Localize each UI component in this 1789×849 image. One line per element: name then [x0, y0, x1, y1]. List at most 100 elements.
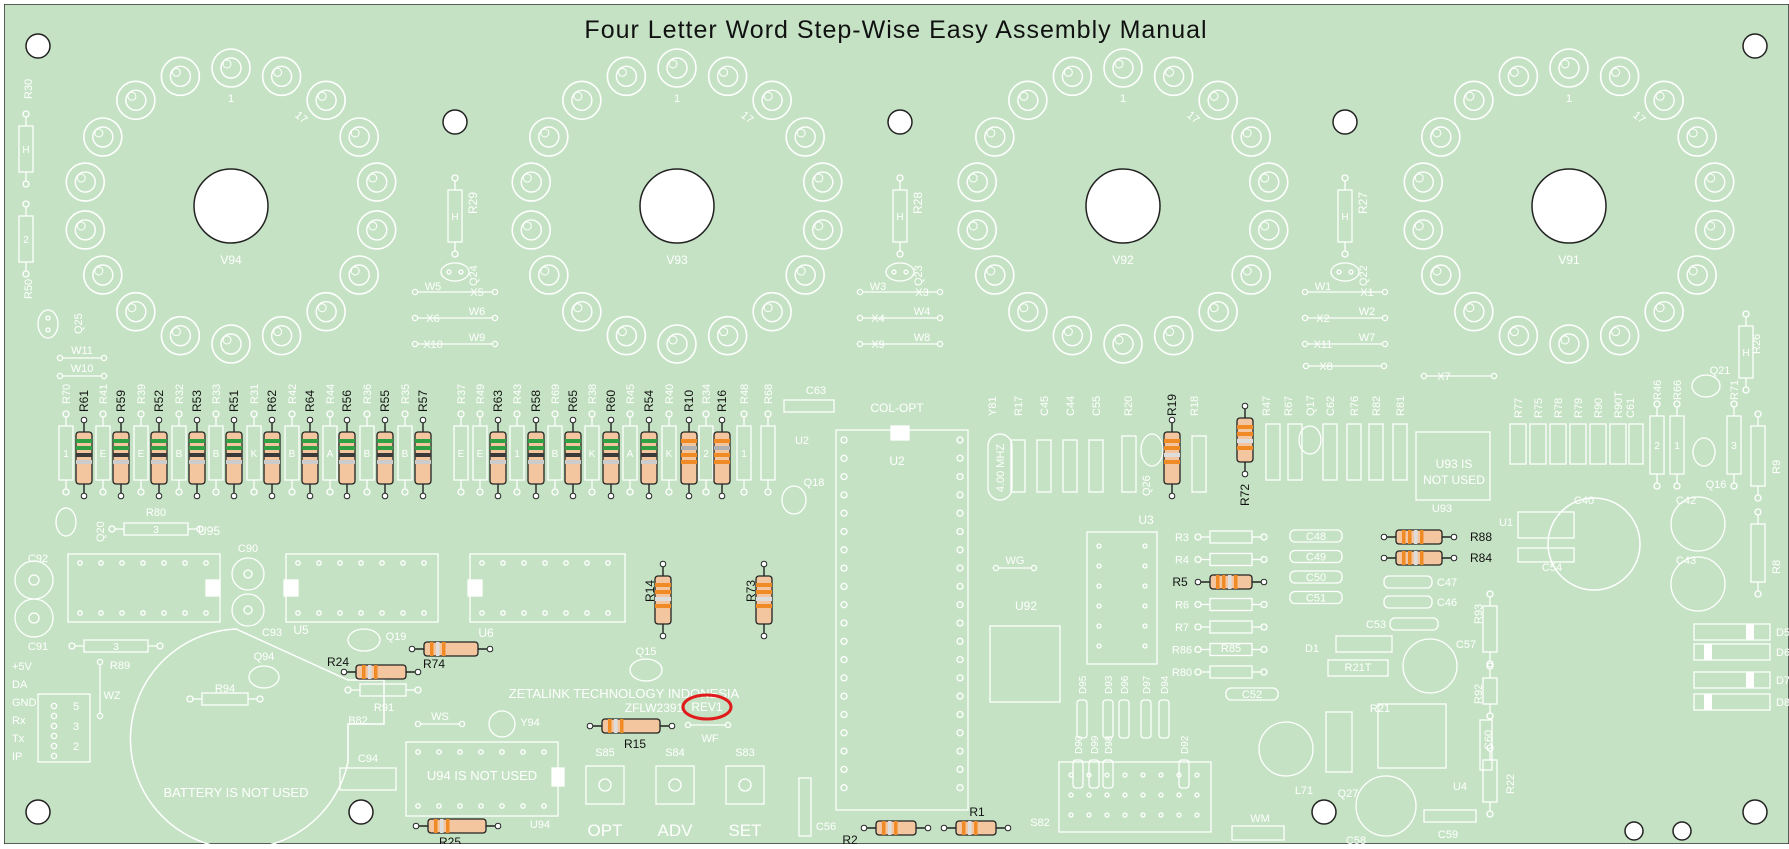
silk-label: X8	[1319, 361, 1332, 373]
color-band	[377, 453, 393, 457]
populated-resistor-label: R57	[416, 390, 430, 412]
tube-pin-dot	[540, 266, 550, 276]
tube-pin-ring	[1153, 315, 1194, 356]
outline	[1088, 759, 1100, 789]
color-band	[189, 453, 205, 457]
silk-label: R93	[1473, 604, 1485, 624]
color-band	[113, 460, 129, 464]
switch-button	[668, 778, 682, 792]
tube-pin	[92, 126, 114, 148]
tube-pin-ring	[1498, 56, 1539, 97]
silk-label: WF	[701, 733, 718, 745]
silk-label: W8	[914, 332, 931, 344]
tube-center-hole	[193, 168, 269, 244]
pad	[840, 729, 848, 737]
tube-pin-ring	[802, 210, 843, 250]
silk-label: R3	[1175, 532, 1189, 544]
tube-pin	[716, 65, 739, 88]
silk-label: W7	[1359, 332, 1376, 344]
outline	[1482, 677, 1498, 705]
tube-pin	[666, 333, 688, 355]
transistor	[1140, 433, 1164, 467]
pad	[400, 560, 406, 566]
tube-pin-dot	[968, 173, 978, 183]
pad	[1158, 772, 1164, 778]
pad	[499, 749, 505, 755]
diode-band	[1704, 694, 1712, 710]
pad	[491, 314, 499, 322]
pad	[182, 560, 188, 566]
silk-label: R79	[1573, 398, 1585, 418]
outline	[551, 767, 565, 787]
silk-label: B	[289, 449, 296, 460]
silk-label: R46	[1652, 380, 1664, 400]
pad	[415, 803, 421, 809]
tube-pin	[1507, 324, 1530, 347]
tube-pin-ring	[785, 117, 825, 157]
tube-pin	[1017, 301, 1039, 323]
tube-label: V92	[1112, 253, 1134, 267]
tube-pin-dot	[719, 67, 729, 77]
pad	[956, 472, 964, 481]
silk-label: R20	[1123, 396, 1135, 416]
pad	[840, 747, 848, 755]
outline	[1118, 699, 1130, 739]
outline	[1609, 423, 1627, 465]
silk-label: D7	[1776, 675, 1789, 687]
lead-end	[306, 492, 314, 500]
silk-label: D96	[1120, 675, 1131, 694]
tube-pin-dot	[171, 67, 181, 77]
pad	[956, 509, 964, 517]
color-band	[1164, 460, 1180, 464]
outline	[783, 399, 835, 413]
pad	[411, 340, 419, 348]
silk-label: R47	[1261, 396, 1273, 416]
pad	[1301, 340, 1309, 348]
color-band	[151, 453, 167, 457]
silk-label: X9	[871, 339, 884, 351]
color-band	[1402, 551, 1406, 565]
silk-label: R66	[1672, 380, 1684, 400]
color-band	[490, 446, 506, 450]
silk-label: W2	[1359, 306, 1376, 318]
pad	[956, 747, 964, 755]
silk-label: C45	[1039, 396, 1051, 416]
color-band	[113, 446, 129, 450]
pad	[541, 803, 547, 809]
color-band	[1420, 551, 1424, 565]
outline	[18, 215, 34, 263]
pad	[457, 749, 463, 755]
outline	[1750, 523, 1766, 583]
tube-pin	[1704, 219, 1726, 241]
color-band	[888, 821, 892, 835]
color-band	[528, 446, 544, 450]
lead-end	[486, 645, 494, 653]
silk-label: 2	[23, 235, 29, 246]
pad	[956, 637, 964, 645]
footprint-label: R68	[763, 384, 775, 404]
manual-title: Four Letter Word Step-Wise Easy Assembly…	[584, 16, 1207, 44]
color-band	[264, 453, 280, 457]
pad	[1194, 792, 1200, 798]
pad	[28, 612, 40, 624]
outline	[1209, 620, 1253, 634]
resistor-body	[376, 431, 394, 485]
outline	[655, 765, 695, 805]
silk-label: B	[176, 449, 183, 460]
tube-pin	[1258, 219, 1280, 241]
color-band	[490, 453, 506, 457]
pad	[421, 560, 427, 566]
color-band	[226, 446, 242, 450]
pad	[379, 560, 385, 566]
silk-label: C55	[1091, 396, 1103, 416]
color-band	[264, 439, 280, 443]
pad	[1176, 792, 1182, 798]
color-band	[655, 590, 671, 594]
silk-label: U95	[198, 524, 220, 538]
footprint-label: R37	[456, 384, 468, 404]
tube-pin-ring	[306, 291, 346, 332]
tube-pin-ring	[785, 255, 825, 295]
pad	[458, 269, 464, 275]
tube-pin-ring	[1403, 162, 1444, 202]
